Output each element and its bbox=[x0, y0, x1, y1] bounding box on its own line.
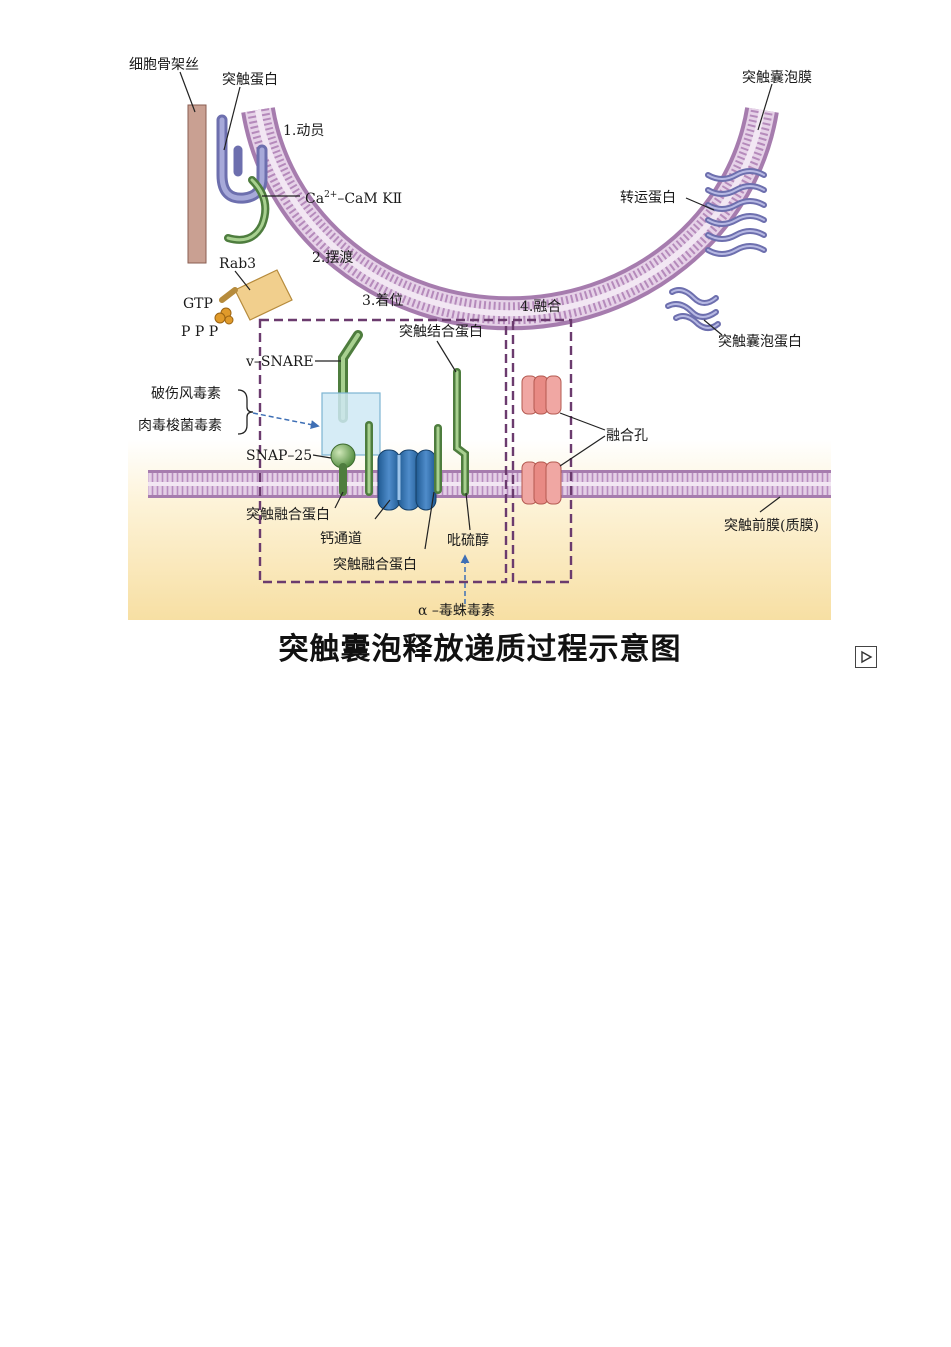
label-camk: Ca2+–CaM KⅡ bbox=[305, 190, 402, 207]
synaptic-vesicle-diagram: 细胞骨架丝 突触蛋白 1.动员 Ca2+–CaM KⅡ 2.摆渡 Rab3 GT… bbox=[128, 57, 831, 620]
figure-caption: 突触囊泡释放递质过程示意图 bbox=[278, 632, 682, 667]
vesicle-protein bbox=[665, 287, 721, 331]
label-presynaptic-membrane: 突触前膜(质膜) bbox=[724, 517, 819, 534]
label-latrotoxin: α –毒蛛毒素 bbox=[418, 603, 495, 619]
fusion-pore-top bbox=[521, 375, 562, 415]
label-vesicle-protein: 突触囊泡蛋白 bbox=[718, 333, 802, 350]
cytoskeleton-filament bbox=[187, 104, 207, 264]
label-pyridoxal: 吡硫醇 bbox=[447, 532, 489, 549]
label-rab3: Rab3 bbox=[219, 256, 256, 272]
label-step2: 2.摆渡 bbox=[312, 250, 353, 266]
toxin-arrow bbox=[252, 412, 320, 430]
label-ca-channel: 钙通道 bbox=[320, 531, 362, 547]
label-vesicle-membrane: 突触囊泡膜 bbox=[742, 69, 812, 86]
label-synaptotagmin: 突触结合蛋白 bbox=[399, 324, 483, 340]
label-syntaxin-bottom: 突触融合蛋白 bbox=[333, 557, 417, 573]
leader-lines bbox=[179, 71, 781, 550]
label-cytoskeleton: 细胞骨架丝 bbox=[129, 57, 199, 73]
transporter-protein bbox=[705, 168, 767, 257]
label-botulinum: 肉毒梭菌毒素 bbox=[138, 417, 222, 434]
label-syntaxin-left: 突触融合蛋白 bbox=[246, 507, 330, 523]
calcium-channel bbox=[377, 449, 437, 511]
fusion-pore-bottom bbox=[521, 461, 562, 505]
fusion-box bbox=[511, 318, 573, 584]
label-step3: 3.着位 bbox=[362, 293, 403, 309]
label-step1: 1.动员 bbox=[283, 123, 324, 139]
label-synapsin: 突触蛋白 bbox=[222, 72, 278, 88]
label-fusion-pore: 融合孔 bbox=[606, 428, 648, 444]
label-tetanus: 破伤风毒素 bbox=[151, 386, 221, 402]
label-v-snare: v–SNARE bbox=[245, 354, 314, 370]
play-icon bbox=[861, 650, 873, 664]
vesicle-membrane bbox=[241, 107, 779, 331]
label-snap25: SNAP–25 bbox=[246, 448, 312, 464]
label-transporter: 转运蛋白 bbox=[620, 190, 676, 206]
label-step4: 4.融合 bbox=[520, 299, 561, 315]
play-button[interactable] bbox=[855, 646, 877, 668]
label-ppp: P P P bbox=[181, 324, 218, 340]
rab3-protein bbox=[214, 269, 293, 325]
presynaptic-membrane bbox=[148, 470, 831, 498]
label-gtp: GTP bbox=[183, 296, 213, 312]
docking-box bbox=[258, 318, 508, 584]
toxin-bracket bbox=[237, 389, 254, 435]
